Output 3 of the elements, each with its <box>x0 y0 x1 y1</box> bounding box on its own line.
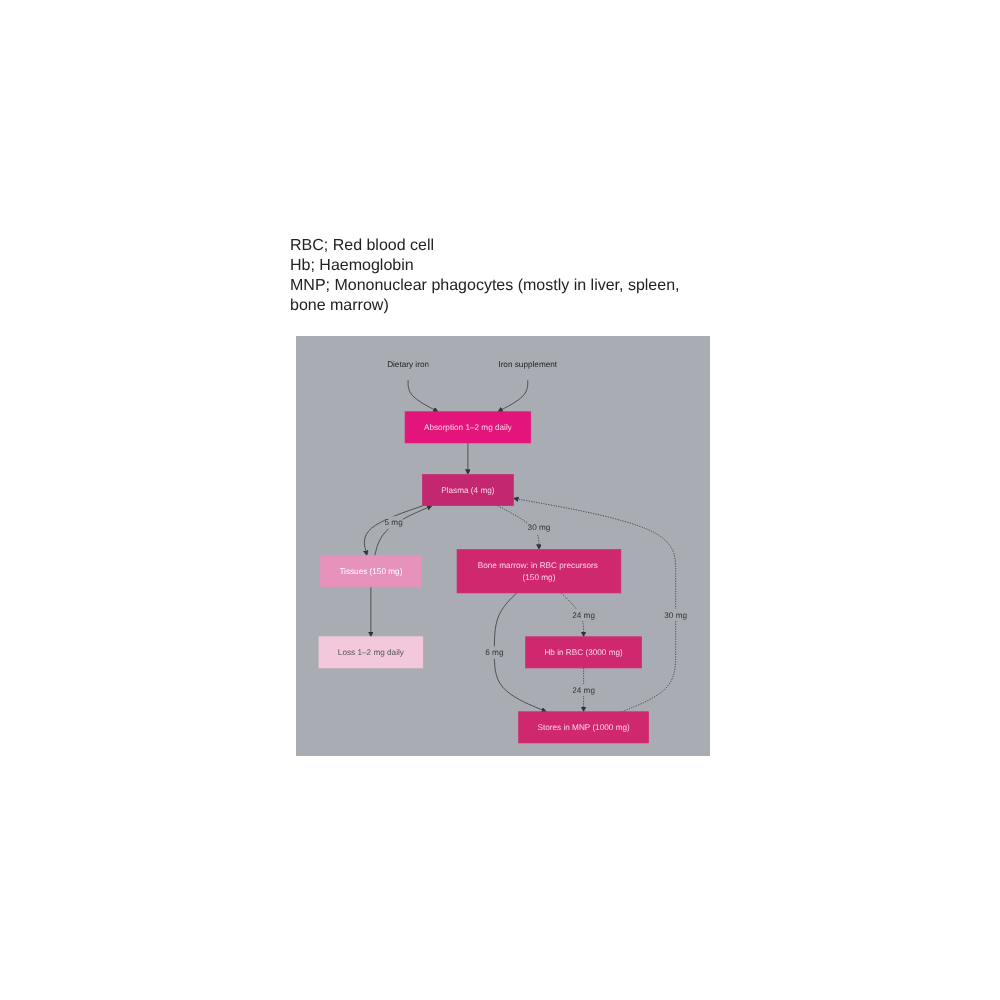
abbreviation-note: RBC; Red blood cell <box>290 236 437 256</box>
abbreviation-note: Hb; Haemoglobin <box>290 256 416 276</box>
abbreviation-note: MNP; Mononuclear phagocytes (mostly in liver, spleen, bone marrow) <box>290 276 682 316</box>
